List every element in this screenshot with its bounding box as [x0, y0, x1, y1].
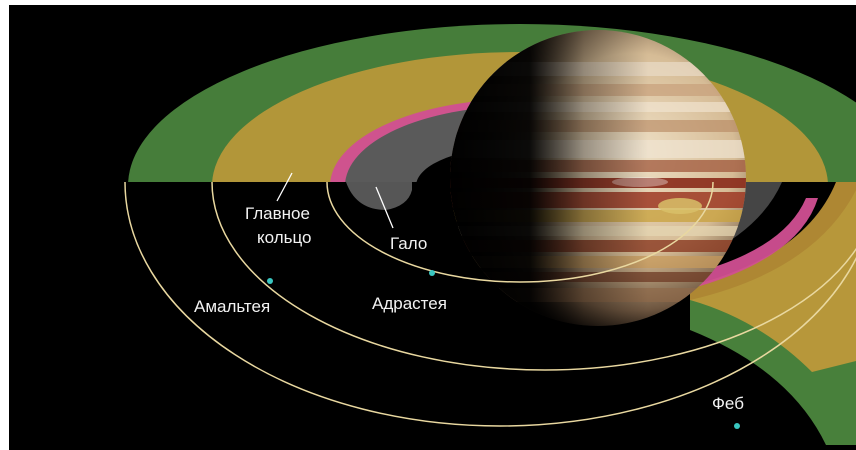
moon-dot-icon — [267, 278, 273, 284]
orbit-thebe — [124, 182, 856, 427]
label-main-ring-line2: кольцо — [257, 228, 312, 247]
orbit-adrastea — [326, 182, 714, 283]
pointer-lines — [276, 172, 394, 229]
pointer-main-ring — [276, 172, 293, 202]
label-amalthea: Амальтея — [194, 297, 271, 316]
pointer-halo — [375, 186, 394, 229]
jupiter-ring-diagram: Главное кольцо Гало Амальтея Адрастея Фе… — [9, 5, 856, 450]
moon-dot-icon — [734, 423, 740, 429]
jupiter-planet-icon — [450, 30, 746, 326]
label-adrastea: Адрастея — [372, 294, 447, 313]
label-thebe: Феб — [712, 394, 744, 413]
orbit-lines — [124, 182, 856, 427]
moon-dot-icon — [429, 270, 435, 276]
moons — [267, 270, 740, 429]
ring-diagram-svg — [124, 24, 856, 445]
orbit-amalthea — [211, 182, 856, 371]
label-halo: Гало — [390, 234, 428, 253]
label-main-ring-line1: Главное — [245, 204, 310, 223]
